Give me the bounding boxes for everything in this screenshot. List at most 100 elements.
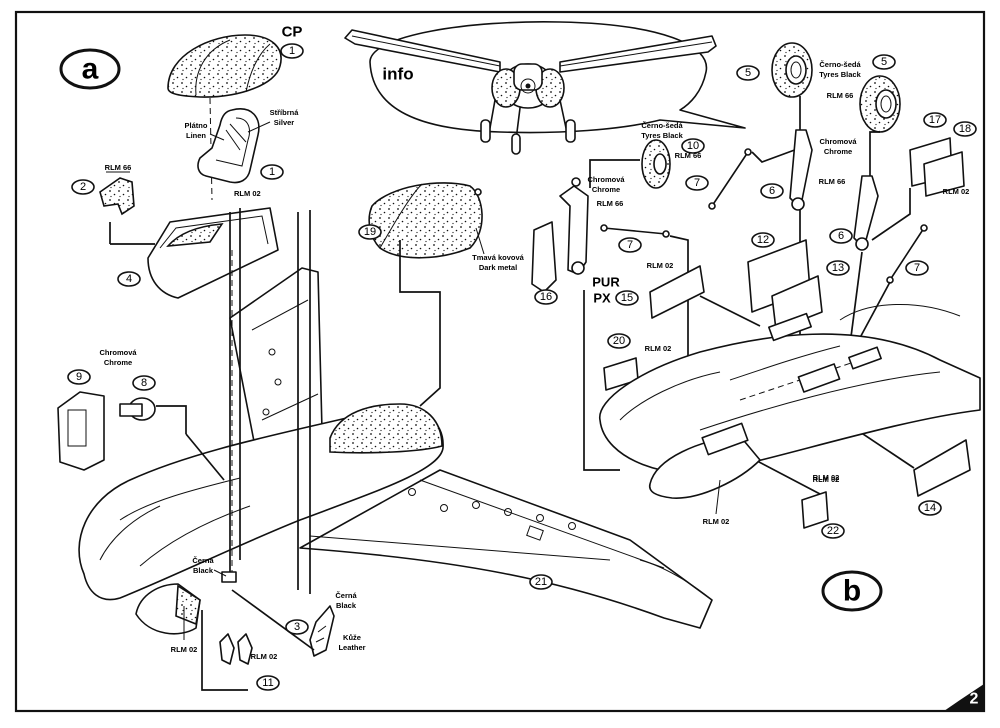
svg-text:6: 6 [838,230,844,242]
svg-text:5: 5 [745,67,751,79]
svg-text:8: 8 [141,377,147,389]
panel-a-label: a [82,53,99,86]
gear-leg-6-b: 6 [829,175,879,361]
silver-label: Silver [274,118,295,127]
linen-label: Linen [186,131,206,140]
part-11: RLM 02 11 RLM 02 [171,606,280,691]
svg-text:RLM 02: RLM 02 [171,645,198,654]
svg-text:21: 21 [535,576,547,588]
page-number: 2 [970,691,979,708]
fuselage-view-b: RLM 02 RLM 02 [599,304,981,526]
svg-text:18: 18 [959,123,971,135]
svg-text:RLM 02: RLM 02 [813,473,840,482]
svg-text:Chromová: Chromová [819,137,857,146]
strut-7-c: 7 [847,224,929,361]
svg-text:7: 7 [627,239,633,251]
svg-text:16: 16 [540,291,552,303]
strut-7-a: 7 [685,147,801,210]
panel-a-marker: a [59,48,121,90]
part-17-18: RLM 02 17 18 [871,112,977,241]
svg-text:6: 6 [769,185,775,197]
svg-text:5: 5 [881,56,887,68]
svg-text:3: 3 [294,621,300,633]
svg-text:Černá: Černá [335,591,357,600]
svg-text:Tmavá kovová: Tmavá kovová [472,253,525,262]
svg-text:14: 14 [924,502,936,514]
svg-text:RLM 02: RLM 02 [813,475,840,484]
part-2: RLM 66 2 [71,163,135,216]
cerna-label-a: Černá [192,556,214,565]
svg-text:Dark metal: Dark metal [479,263,517,272]
svg-text:19: 19 [364,226,376,238]
page-border [14,10,986,713]
svg-text:Tyres Black: Tyres Black [641,131,683,140]
fuselage-view-a: Tmavá kovová Dark metal 19 [78,182,713,635]
svg-text:PUR: PUR [592,275,620,290]
part-callout-1b: 1 [260,164,284,180]
cp-label: CP [282,24,303,41]
page-number-tab: 2 [944,684,984,711]
svg-text:Černo-šedá: Černo-šedá [641,121,683,130]
black-label-a: Black [193,566,214,575]
stribrna-label: Stříbrná [270,108,300,117]
svg-text:1: 1 [269,166,275,178]
svg-text:Leather: Leather [338,643,365,652]
part-callout-1a: 1 [280,43,304,59]
seat-rlm02-label: RLM 02 [234,189,261,198]
svg-text:RLM 66: RLM 66 [597,199,624,208]
panel-b-label: b [843,575,861,608]
part-3: Černá Black Kůže Leather 3 [231,589,366,657]
svg-text:Černo-šedá: Černo-šedá [819,60,861,69]
svg-text:4: 4 [126,273,132,285]
seat-part: Plátno Linen Stříbrná Silver RLM 02 [185,108,300,198]
info-callout: info [344,21,746,155]
svg-text:12: 12 [757,234,769,246]
wheel-5-right: Černo-šedá Tyres Black RLM 66 5 [819,54,901,176]
part-8: Chromová Chrome 8 [99,348,187,434]
svg-text:Chromová: Chromová [587,175,625,184]
svg-text:RLM 02: RLM 02 [703,517,730,526]
part-9: 9 [57,369,105,471]
svg-text:10: 10 [687,140,699,152]
svg-text:2: 2 [80,181,86,193]
part-13: 13 [771,260,850,331]
svg-text:Kůže: Kůže [343,633,361,642]
part-callout-21: 21 [529,574,553,590]
svg-text:RLM 02: RLM 02 [647,261,674,270]
info-label: info [382,65,413,84]
panel-b-marker: b [821,570,883,612]
svg-text:1: 1 [289,45,295,57]
svg-text:Chrome: Chrome [104,358,132,367]
svg-text:11: 11 [262,677,273,689]
gear-leg-6-a: Chromová Chrome RLM 66 6 [760,129,857,380]
wheel-10: Černo-šedá Tyres Black RLM 66 10 [589,121,705,189]
platno-label: Plátno [185,121,208,130]
svg-text:RLM 02: RLM 02 [251,652,278,661]
cockpit-tub-part: 4 [109,207,279,299]
wheel-5-left: 5 [736,42,813,130]
part-14: 14 [811,399,971,516]
svg-text:RLM 02: RLM 02 [645,344,672,353]
svg-text:Chrome: Chrome [592,185,620,194]
svg-text:RLM 66: RLM 66 [105,163,132,172]
svg-text:9: 9 [76,371,82,383]
svg-text:Chromová: Chromová [99,348,137,357]
svg-text:Chrome: Chrome [824,147,852,156]
svg-text:Tyres Black: Tyres Black [819,70,861,79]
svg-text:13: 13 [832,262,844,274]
svg-text:17: 17 [929,114,941,126]
svg-text:RLM 02: RLM 02 [943,187,970,196]
svg-text:7: 7 [914,262,920,274]
svg-text:20: 20 [613,335,625,347]
canopy-part [167,34,282,201]
svg-text:22: 22 [827,525,839,537]
svg-text:RLM 66: RLM 66 [827,91,854,100]
part-16: 16 Chromová Chrome RLM 66 PUR PX [531,175,625,471]
svg-text:PX: PX [593,291,611,306]
svg-text:Black: Black [336,601,357,610]
part-15: RLM 02 15 [615,261,761,327]
svg-text:7: 7 [694,177,700,189]
svg-text:RLM 66: RLM 66 [675,151,702,160]
svg-text:RLM 66: RLM 66 [819,177,846,186]
